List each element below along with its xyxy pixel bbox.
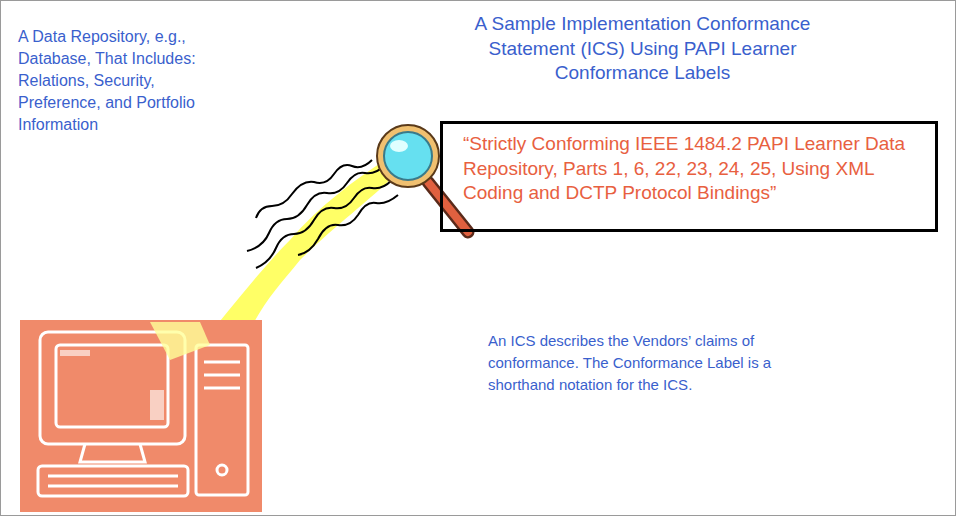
ics-note: An ICS describes the Vendors’ claims of … — [488, 330, 833, 395]
screen-dots — [60, 350, 164, 420]
beam-lines — [247, 160, 398, 268]
light-beam — [200, 160, 395, 345]
repository-note: A Data Repository, e.g., Database, That … — [18, 26, 233, 136]
computer-icon — [38, 332, 248, 496]
computer-panel — [20, 320, 262, 512]
conformance-label-box: “Strictly Conforming IEEE 1484.2 PAPI Le… — [440, 121, 938, 232]
diagram-title: A Sample Implementation Conformance Stat… — [470, 12, 815, 86]
magnifying-glass — [377, 125, 468, 232]
glow-highlight — [150, 322, 210, 360]
conformance-label: “Strictly Conforming IEEE 1484.2 PAPI Le… — [463, 132, 923, 206]
